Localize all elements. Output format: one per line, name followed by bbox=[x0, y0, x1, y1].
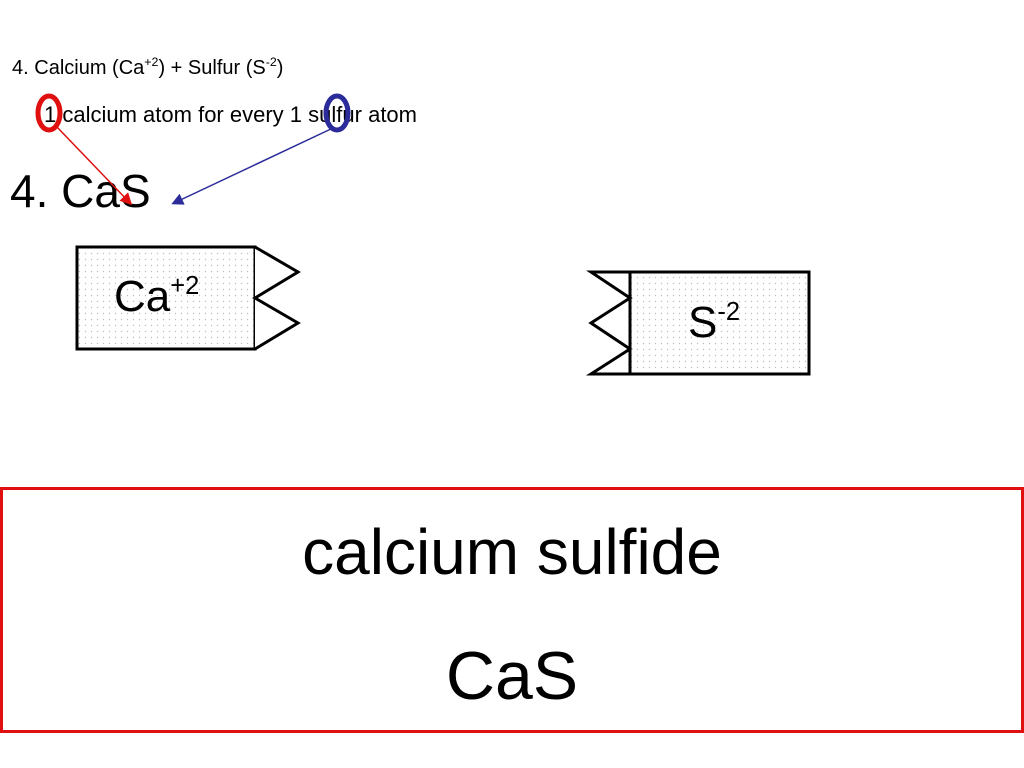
result-box: calcium sulfide CaS bbox=[0, 487, 1024, 733]
ratio-line: 1 calcium atom for every 1 sulfur atom bbox=[44, 100, 417, 130]
ratio-text-calcium: calcium atom for every bbox=[62, 102, 284, 127]
sulfur-ion-charge: -2 bbox=[717, 298, 741, 326]
compound-formula: CaS bbox=[445, 638, 579, 714]
calcium-ion-tile bbox=[75, 245, 301, 351]
problem-heading: 4. Calcium (Ca+2) + Sulfur (S-2) bbox=[12, 55, 284, 79]
diagram-overlay bbox=[35, 93, 811, 376]
calcium-ion-label: Ca+2 bbox=[114, 272, 199, 328]
answer-formula: CaS bbox=[61, 165, 151, 217]
calcium-tile-body bbox=[75, 245, 257, 351]
heading-symbol2: S bbox=[252, 57, 266, 79]
ratio-count-sulfur: 1 bbox=[289, 102, 303, 127]
highlight-circle-sulfur bbox=[323, 93, 351, 133]
heading-charge1: +2 bbox=[144, 55, 159, 69]
answer-number: 4. bbox=[10, 165, 49, 217]
compound-name: calcium sulfide bbox=[302, 516, 722, 588]
ratio-count-calcium: 1 bbox=[44, 102, 57, 127]
sulfur-ion-symbol: S bbox=[688, 298, 718, 347]
heading-plus: + bbox=[170, 57, 183, 79]
sulfur-tile-body bbox=[628, 270, 811, 376]
sulfur-ion-tile bbox=[585, 270, 811, 376]
highlight-circle-calcium bbox=[35, 93, 63, 133]
arrow-calcium bbox=[55, 125, 133, 206]
calcium-ion-charge: +2 bbox=[170, 272, 200, 300]
answer-line: 4. CaS bbox=[10, 163, 151, 219]
heading-symbol1: Ca bbox=[118, 57, 145, 79]
heading-charge2: -2 bbox=[265, 55, 277, 69]
calcium-tile-notches bbox=[252, 245, 301, 351]
heading-number: 4. bbox=[12, 57, 29, 79]
arrow-sulfur bbox=[171, 127, 334, 205]
heading-element2: Sulfur bbox=[187, 57, 241, 79]
heading-element1: Calcium bbox=[34, 57, 107, 79]
sulfur-ion-label: S-2 bbox=[688, 298, 740, 354]
sulfur-tile-notches bbox=[585, 270, 633, 376]
calcium-ion-symbol: Ca bbox=[114, 272, 171, 321]
